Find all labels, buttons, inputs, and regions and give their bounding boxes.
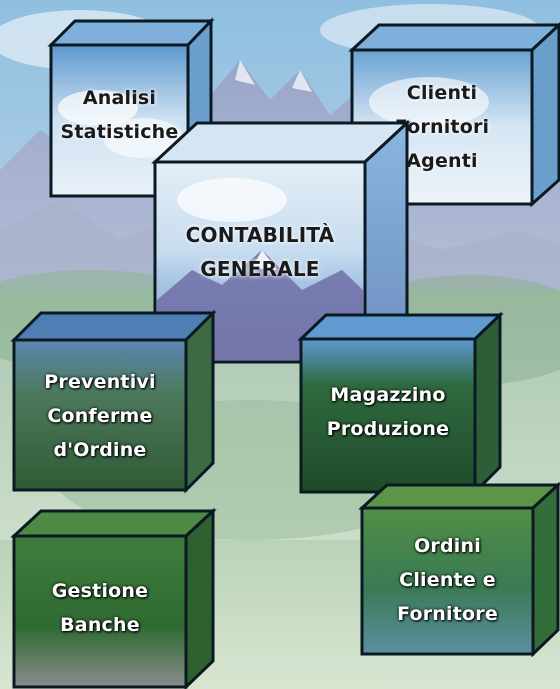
module-ordini-cliente-fornitore[interactable]: Ordini Cliente e Fornitore	[358, 481, 560, 658]
module-label: Analisi Statistiche	[60, 87, 179, 143]
module-label: Preventivi Conferme d'Ordine	[44, 370, 156, 461]
module-label: Ordini Cliente e Fornitore	[397, 534, 498, 625]
module-magazzino-produzione[interactable]: Magazzino Produzione	[297, 311, 504, 496]
module-label: Gestione Banche	[51, 580, 149, 636]
module-preventivi-conferme-ordine[interactable]: Preventivi Conferme d'Ordine	[10, 309, 217, 494]
module-label: CONTABILITÀ GENERALE	[185, 223, 335, 281]
module-gestione-banche[interactable]: Gestione Banche	[10, 507, 217, 689]
module-label: Clienti Fornitori Agenti	[394, 82, 490, 172]
module-label: Magazzino Produzione	[326, 384, 450, 440]
